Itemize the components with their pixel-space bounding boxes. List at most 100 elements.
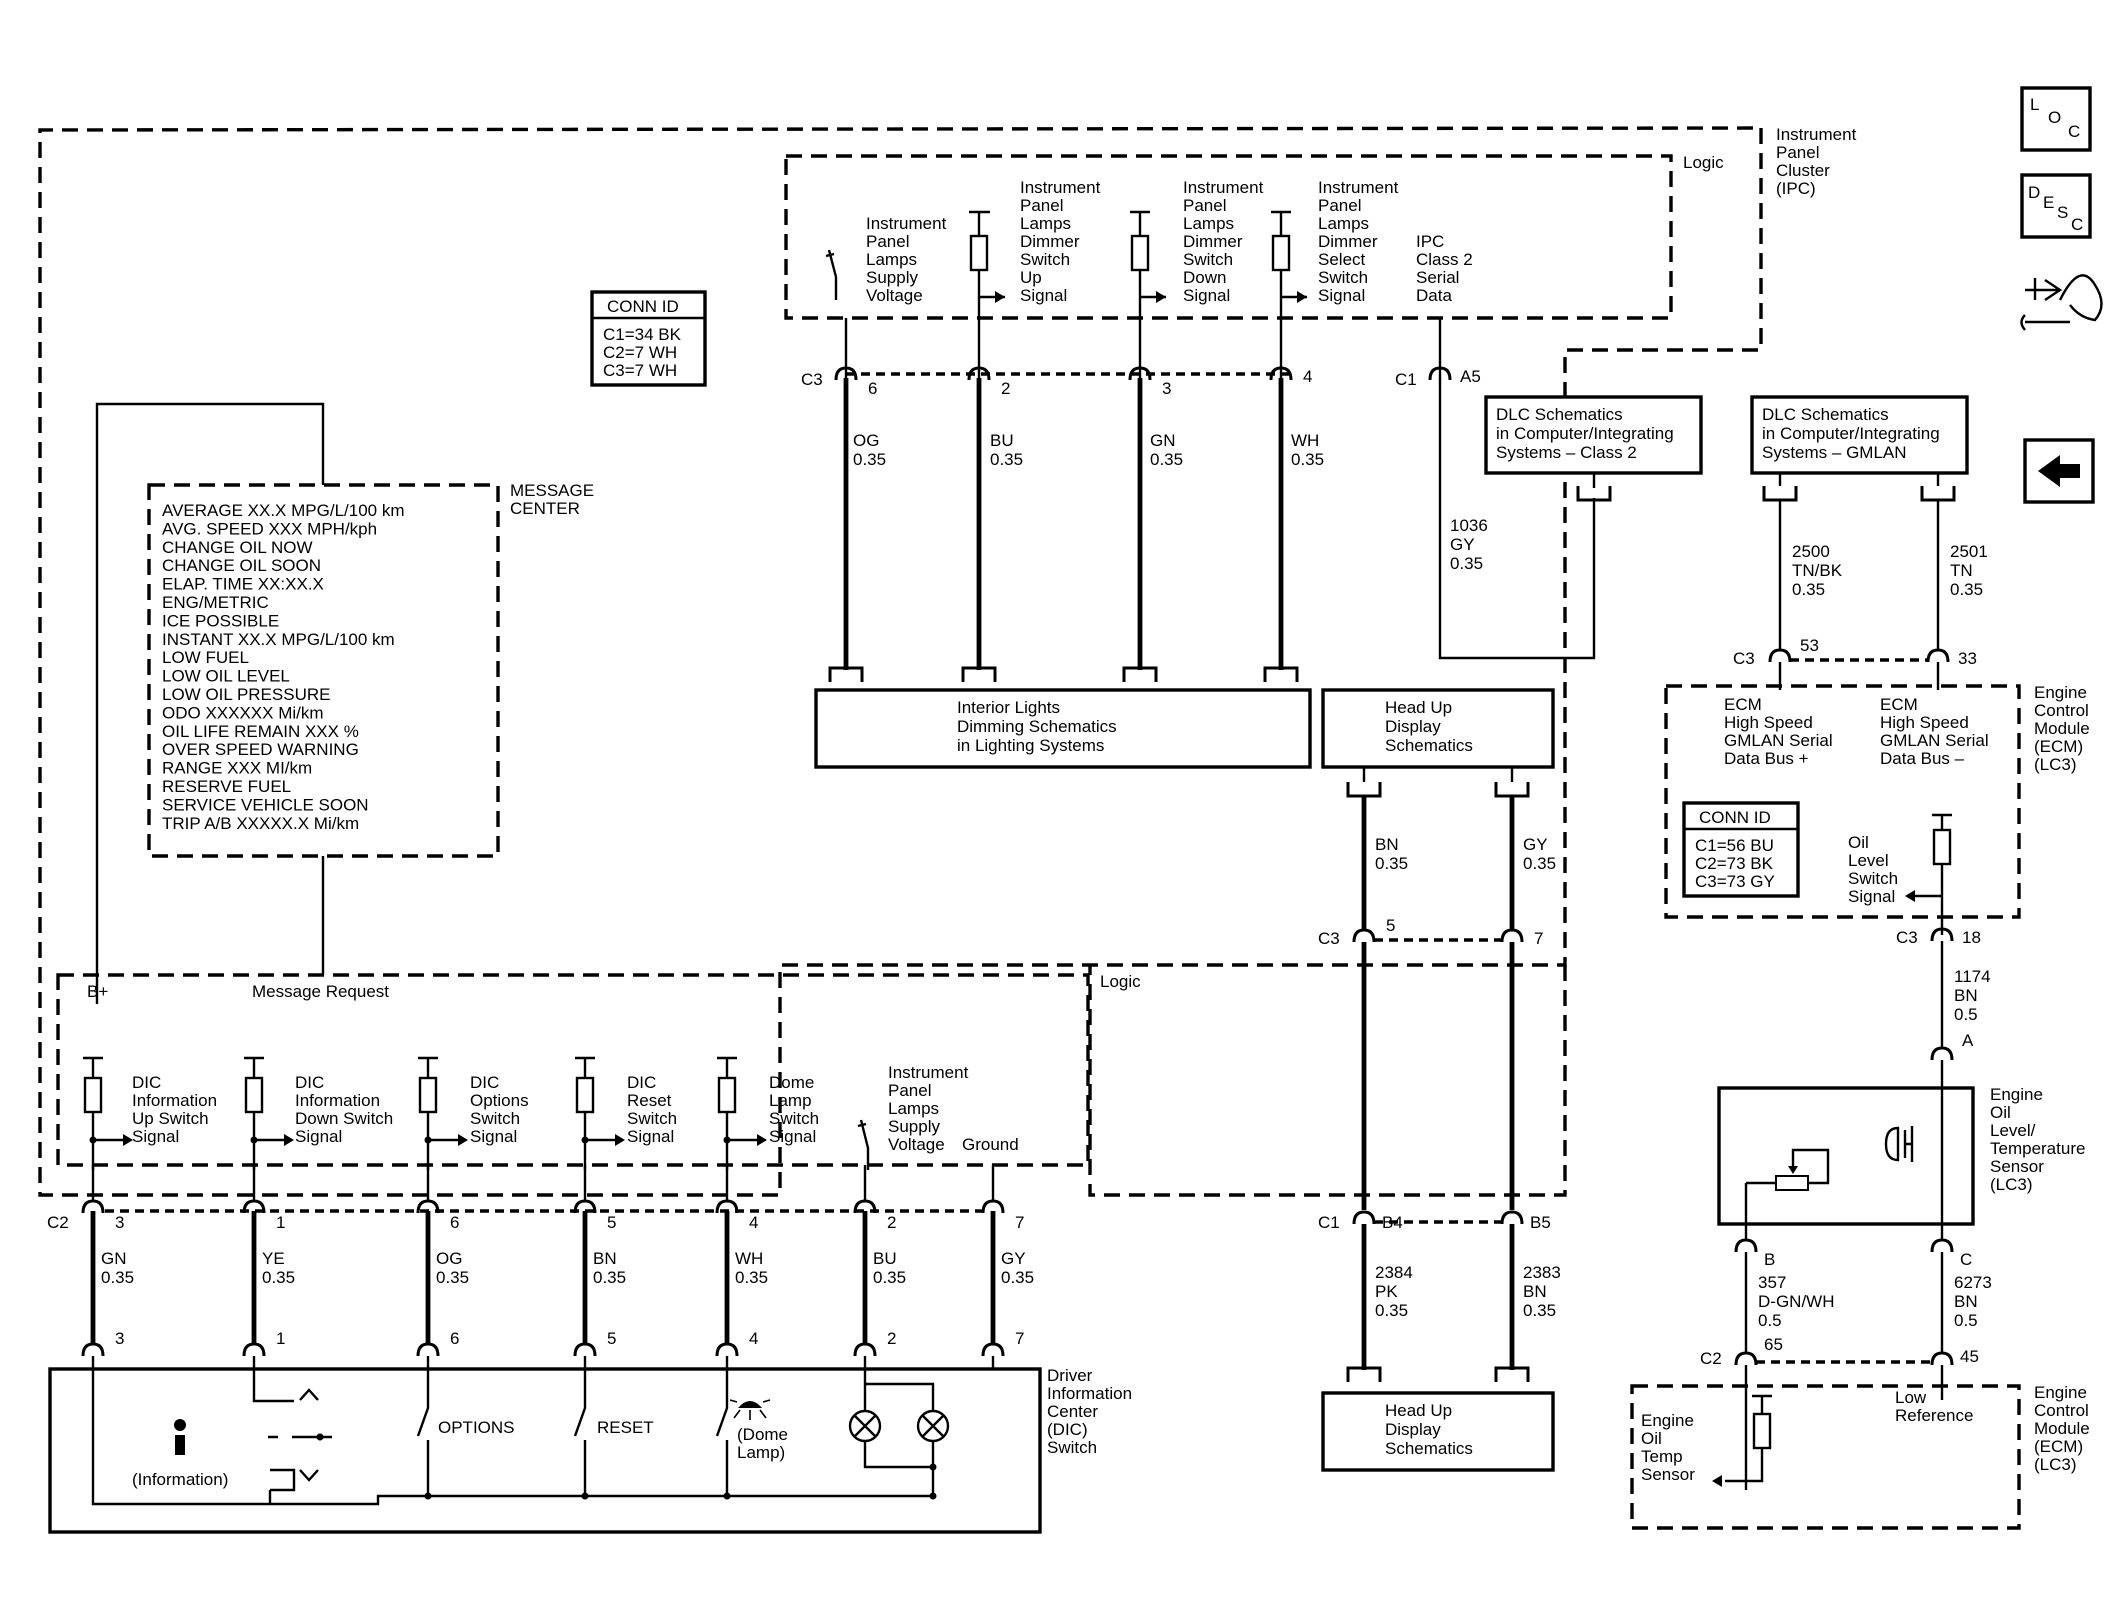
loc-nav-button[interactable]: L O C: [2020, 86, 2092, 152]
svg-text:Panel: Panel: [1776, 143, 1819, 162]
dimmer-down-resistor: [1130, 210, 1166, 303]
svg-text:(Dome: (Dome: [737, 1425, 788, 1444]
svg-text:BN: BN: [1375, 835, 1399, 854]
message-line: AVERAGE XX.X MPG/L/100 km: [162, 501, 405, 520]
c2-pin: 1: [276, 1213, 285, 1232]
svg-text:Serial: Serial: [1416, 268, 1459, 287]
dic-signal-label: Information: [132, 1091, 217, 1110]
svg-text:Instrument: Instrument: [1183, 178, 1264, 197]
message-line: LOW FUEL: [162, 648, 249, 667]
svg-text:0.35: 0.35: [1950, 580, 1983, 599]
hud-top-box[interactable]: Head Up Display Schematics: [1321, 688, 1555, 798]
message-line: AVG. SPEED XXX MPH/kph: [162, 519, 377, 538]
svg-text:C3: C3: [1733, 649, 1755, 668]
c2-gauge: 0.35: [101, 1268, 134, 1287]
ipc-boundary: [38, 126, 1763, 1197]
svg-text:2501: 2501: [1950, 542, 1988, 561]
svg-text:Center: Center: [1047, 1402, 1098, 1421]
dic-pin: 3: [115, 1329, 124, 1348]
svg-text:0.35: 0.35: [1150, 450, 1183, 469]
c2-gauge: 0.35: [735, 1268, 768, 1287]
svg-text:C1=34 BK: C1=34 BK: [603, 325, 682, 344]
message-line: ICE POSSIBLE: [162, 611, 279, 630]
dic-signal-label: Signal: [769, 1127, 816, 1146]
svg-text:53: 53: [1800, 636, 1819, 655]
svg-text:in Computer/Integrating: in Computer/Integrating: [1496, 424, 1674, 443]
svg-text:Display: Display: [1385, 717, 1441, 736]
svg-text:Instrument: Instrument: [1318, 178, 1399, 197]
dic-logic-box: [56, 973, 1090, 1167]
left-arrow-icon[interactable]: [2023, 438, 2095, 504]
svg-text:Systems – GMLAN: Systems – GMLAN: [1762, 443, 1907, 462]
options-label: OPTIONS: [438, 1418, 515, 1437]
svg-text:Instrument: Instrument: [1020, 178, 1101, 197]
svg-text:Data Bus –: Data Bus –: [1880, 749, 1965, 768]
interior-lights-box[interactable]: Interior Lights Dimming Schematics in Li…: [814, 688, 1312, 769]
dimmer-select-label: Instrument Panel Lamps Dimmer Select Swi…: [1318, 178, 1399, 305]
svg-text:(LC3): (LC3): [1990, 1175, 2033, 1194]
ecm-bus-plus-label: ECM High Speed GMLAN Serial Data Bus +: [1724, 695, 1833, 768]
svg-text:6: 6: [868, 379, 877, 398]
svg-text:2: 2: [1001, 379, 1010, 398]
svg-text:Oil: Oil: [1848, 833, 1869, 852]
svg-text:in Lighting Systems: in Lighting Systems: [957, 736, 1104, 755]
svg-text:Lamps: Lamps: [888, 1099, 939, 1118]
svg-text:4: 4: [1303, 367, 1312, 386]
wrench-arrow-icon[interactable]: [2020, 274, 2103, 331]
ecm-bus-minus-label: ECM High Speed GMLAN Serial Data Bus –: [1880, 695, 1989, 768]
svg-text:(LC3): (LC3): [2034, 755, 2077, 774]
svg-text:2383: 2383: [1523, 1263, 1561, 1282]
dlc-gmlan-box[interactable]: DLC Schematics in Computer/Integrating S…: [1750, 395, 1969, 502]
dimmer-up-resistor: [969, 210, 1005, 303]
svg-text:Head Up: Head Up: [1385, 698, 1452, 717]
svg-text:Switch: Switch: [1183, 250, 1233, 269]
hud-bottom-box[interactable]: Head Up Display Schematics: [1321, 1391, 1555, 1472]
dic-signal-label: Signal: [470, 1127, 517, 1146]
dlc-class2-box[interactable]: DLC Schematics in Computer/Integrating S…: [1484, 395, 1703, 502]
message-line: RANGE XXX MI/km: [162, 759, 312, 778]
svg-text:(ECM): (ECM): [2034, 1437, 2083, 1456]
svg-text:Sensor: Sensor: [1990, 1157, 2044, 1176]
dic-ground-label: Ground: [962, 1135, 1019, 1154]
desc-s: S: [2057, 203, 2068, 222]
svg-text:Select: Select: [1318, 250, 1366, 269]
desc-c: C: [2071, 215, 2083, 234]
svg-text:Engine: Engine: [2034, 683, 2087, 702]
svg-text:Level/: Level/: [1990, 1121, 2036, 1140]
ipc-conn-id: CONN ID C1=34 BK C2=7 WH C3=7 WH: [590, 290, 707, 387]
message-line: LOW OIL PRESSURE: [162, 685, 330, 704]
svg-text:A5: A5: [1460, 367, 1481, 386]
svg-text:Instrument: Instrument: [1776, 125, 1857, 144]
dic-signal-label: Information: [295, 1091, 380, 1110]
c2-wires: 3GN0.3531YE0.3516OG0.3565BN0.3554WH0.354…: [81, 1165, 1034, 1357]
message-line: OIL LIFE REMAIN XXX %: [162, 722, 359, 741]
ipc-lower-boundary: [1088, 965, 1567, 1197]
c2-gauge: 0.35: [1001, 1268, 1034, 1287]
ecm-top-wires: 2500 TN/BK 0.35 2501 TN 0.35 C3 53 33: [1733, 500, 1988, 690]
c2-gauge: 0.35: [593, 1268, 626, 1287]
dic-signal-label: Switch: [627, 1109, 677, 1128]
svg-text:Dimmer: Dimmer: [1020, 232, 1080, 251]
desc-nav-button[interactable]: D E S C: [2020, 173, 2092, 239]
svg-text:0.35: 0.35: [990, 450, 1023, 469]
message-line: LOW OIL LEVEL: [162, 667, 290, 686]
svg-text:Sensor: Sensor: [1641, 1465, 1695, 1484]
svg-text:D-GN/WH: D-GN/WH: [1758, 1292, 1834, 1311]
bplus-label: B+: [87, 982, 108, 1001]
dic-signal-label: Down Switch: [295, 1109, 393, 1128]
svg-text:0.35: 0.35: [1375, 854, 1408, 873]
engine-oil-temp-label: Engine Oil Temp Sensor: [1641, 1411, 1695, 1484]
ipc-supply-switch: [825, 249, 838, 300]
svg-text:Dimmer: Dimmer: [1183, 232, 1243, 251]
svg-text:2384: 2384: [1375, 1263, 1413, 1282]
svg-text:0.5: 0.5: [1954, 1005, 1978, 1024]
c2-pin: 3: [115, 1213, 124, 1232]
svg-text:GY: GY: [1523, 835, 1548, 854]
svg-text:DLC Schematics: DLC Schematics: [1762, 405, 1889, 424]
svg-text:CONN ID: CONN ID: [607, 297, 679, 316]
